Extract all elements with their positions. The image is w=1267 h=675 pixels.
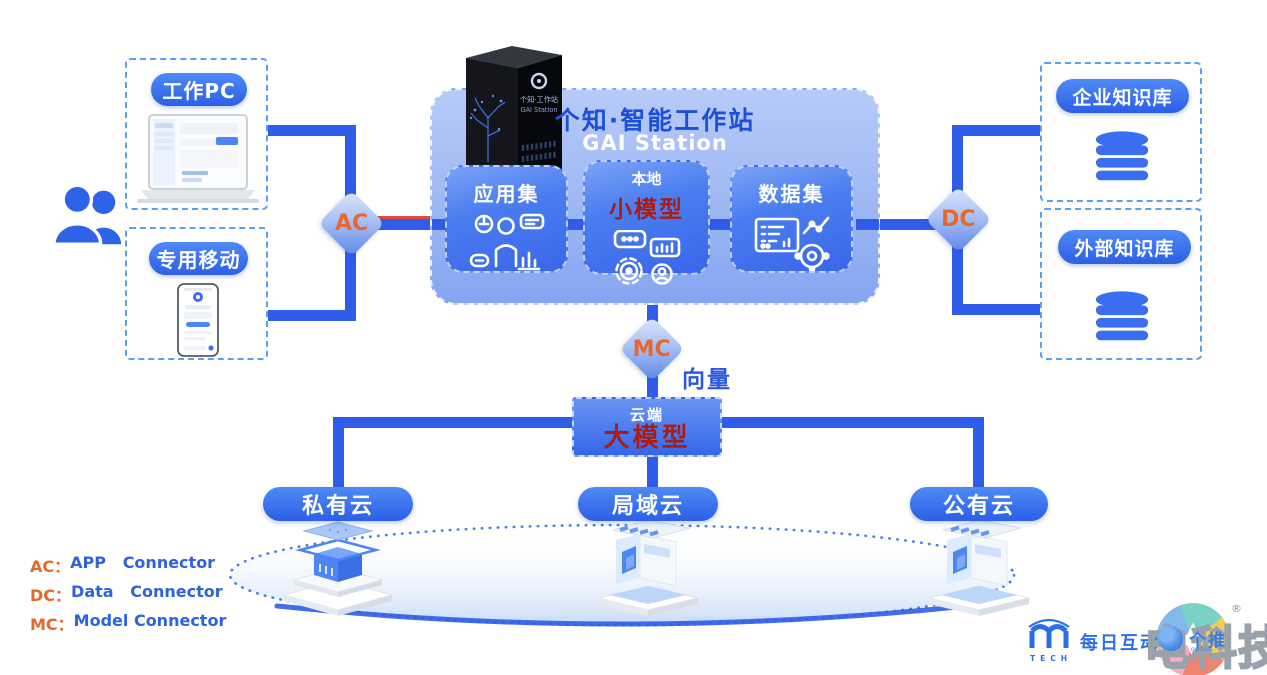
enterprise-kb-label: 企业知识库 [1072, 86, 1173, 109]
mtech-label: TECH [1030, 654, 1072, 663]
module-apps: 应用集 [445, 165, 568, 273]
vector-label: 向量 [682, 367, 732, 393]
getui-text: 个推 [1189, 631, 1227, 651]
mobile-pill: 专用移动 [149, 242, 248, 275]
module-stub-right [856, 219, 879, 230]
legend-dc-key: DC： [30, 586, 72, 605]
connector-line-external-kb [952, 304, 1042, 315]
module-stub-1-2 [567, 219, 584, 230]
lan-cloud-pill: 局域云 [578, 487, 718, 521]
module-dataset-label: 数据集 [758, 182, 825, 206]
database-icon [1095, 291, 1149, 341]
tower-caption-en: GAI Station [520, 106, 557, 114]
cloud-model-subtitle: 云端 [629, 406, 664, 424]
connector-line-ac-to-station [352, 219, 435, 230]
getui-mini-text: getui [1191, 646, 1212, 653]
work-pc-panel: 工作PC [125, 58, 268, 210]
enterprise-kb-pill: 企业知识库 [1056, 79, 1189, 113]
server-tower: 个知·工作站 GAI Station [466, 46, 562, 186]
private-cloud-label: 私有云 [301, 494, 374, 519]
laptop-mockup [137, 114, 259, 203]
connector-legend: AC：APP Connector DC：Data Connector MC：Mo… [30, 553, 226, 640]
lan-cloud-illustration [597, 519, 699, 616]
connector-line-mobile-horizontal [266, 310, 356, 321]
cloud-model-label: 大模型 [603, 423, 691, 453]
module-small-model-subtitle: 本地 [631, 170, 662, 188]
enterprise-kb-panel: 企业知识库 [1040, 62, 1202, 202]
legend-dc-value: Data Connector [71, 582, 223, 601]
module-dataset: 数据集 [730, 165, 853, 273]
database-icon [1095, 131, 1149, 181]
public-cloud-illustration [928, 519, 1030, 616]
private-cloud-pill: 私有云 [263, 487, 413, 521]
public-cloud-label: 公有云 [942, 494, 1015, 519]
dc-connector-diamond: DC [925, 186, 992, 253]
connector-line-pc-horizontal [266, 125, 356, 136]
connector-drop-lan-cloud [647, 455, 658, 490]
legend-mc-key: MC： [30, 615, 74, 634]
external-kb-panel: 外部知识库 [1040, 208, 1202, 360]
mtech-logo-icon: TECH [1028, 618, 1072, 663]
dataset-icon [754, 216, 830, 271]
module-small-model-label: 小模型 [609, 197, 684, 223]
module-small-model: 本地 小模型 [583, 160, 710, 285]
mobile-panel: 专用移动 [125, 227, 268, 360]
registered-mark: ® [1231, 602, 1242, 615]
dc-connector-label: DC [941, 206, 976, 232]
module-stub-left [432, 219, 446, 230]
legend-ac-value: APP Connector [70, 553, 216, 572]
lan-cloud-label: 局域云 [611, 494, 684, 519]
legend-ac-key: AC： [30, 557, 71, 576]
small-model-icon [613, 230, 680, 285]
legend-mc-value: Model Connector [73, 611, 227, 630]
work-pc-pill: 工作PC [151, 73, 247, 106]
connector-line-station-to-dc [853, 219, 965, 230]
brand-text: 每日互动 [1080, 633, 1160, 654]
private-cloud-illustration [282, 521, 394, 616]
mobile-label: 专用移动 [156, 248, 241, 272]
legend-row-dc: DC：Data Connector [30, 582, 226, 606]
mc-connector-diamond: MC [619, 316, 685, 382]
external-kb-pill: 外部知识库 [1058, 230, 1191, 264]
connector-line-enterprise-kb [952, 125, 1042, 136]
station-title-zh: 个知·智能工作站 [554, 106, 756, 135]
connector-line-red-accent [358, 216, 432, 219]
mc-connector-label: MC [632, 336, 672, 362]
module-stub-2-3 [709, 219, 731, 230]
connector-drop-public-cloud [973, 420, 984, 490]
ac-connector-diamond: AC [318, 190, 385, 257]
phone-mockup [177, 283, 219, 357]
footer-logos: TECH 每日互动 ® 电科技 个推 getui [1028, 602, 1267, 675]
external-kb-label: 外部知识库 [1074, 237, 1175, 260]
getui-bird-icon [1158, 626, 1183, 651]
apps-collection-icon [469, 213, 544, 271]
connector-drop-private-cloud [333, 420, 344, 490]
ac-connector-label: AC [334, 210, 369, 236]
tower-caption-zh: 个知·工作站 [520, 95, 558, 104]
public-cloud-pill: 公有云 [910, 487, 1048, 521]
module-apps-label: 应用集 [473, 182, 540, 206]
legend-row-ac: AC：APP Connector [30, 553, 226, 577]
legend-row-mc: MC：Model Connector [30, 611, 226, 635]
station-title-en: GAI Station [582, 131, 728, 155]
users-icon [52, 183, 122, 246]
work-pc-label: 工作PC [162, 79, 236, 103]
cloud-large-model-box: 云端 大模型 [572, 397, 722, 457]
